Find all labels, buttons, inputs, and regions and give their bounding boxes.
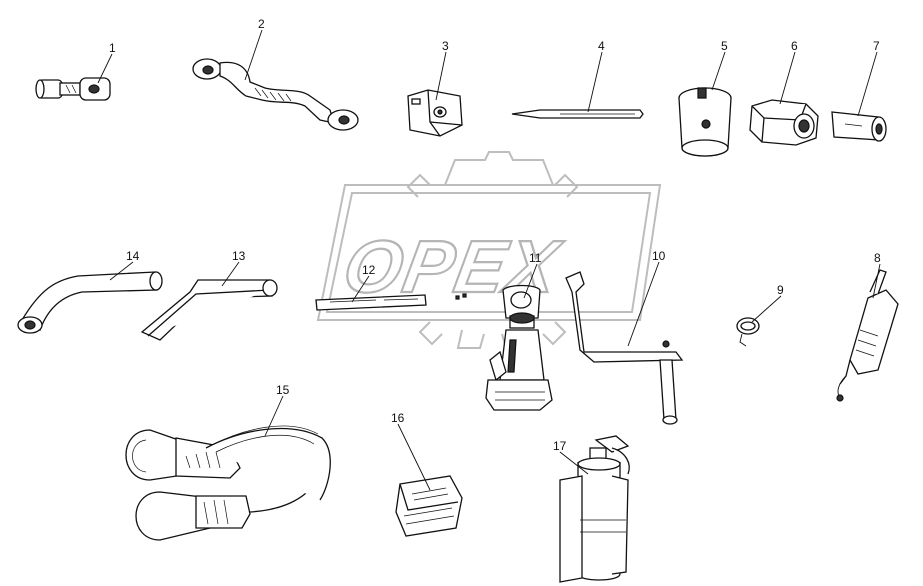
callout-label-7: 7 bbox=[873, 39, 880, 53]
part-4-drift-punch bbox=[511, 109, 644, 119]
part-7-tube-socket bbox=[831, 111, 887, 142]
part-14-bent-tube-wrench bbox=[17, 271, 163, 334]
callout-label-10: 10 bbox=[652, 249, 666, 263]
callout-17: 17 bbox=[553, 439, 589, 475]
callout-label-15: 15 bbox=[276, 383, 290, 397]
part-11-hydraulic-jack bbox=[485, 284, 553, 411]
part-8-grease-gun bbox=[836, 269, 899, 402]
part-9-spring-ring bbox=[736, 317, 760, 347]
callout-9: 9 bbox=[751, 283, 784, 323]
callout-8: 8 bbox=[872, 251, 881, 299]
part-15-tow-cable bbox=[125, 425, 331, 541]
callout-12: 12 bbox=[351, 263, 376, 303]
part-17-fire-extinguisher bbox=[559, 435, 630, 583]
watermark-frame-outer bbox=[316, 184, 662, 321]
callout-label-8: 8 bbox=[874, 251, 881, 265]
callout-13: 13 bbox=[221, 249, 246, 287]
callout-label-14: 14 bbox=[126, 249, 140, 263]
callout-label-3: 3 bbox=[442, 39, 449, 53]
callout-label-12: 12 bbox=[362, 263, 376, 277]
part-13-hex-l-key bbox=[140, 279, 278, 341]
callout-label-16: 16 bbox=[391, 411, 405, 425]
callout-15: 15 bbox=[264, 383, 290, 437]
callout-label-2: 2 bbox=[258, 17, 265, 31]
part-1-socket-wrench bbox=[35, 77, 111, 101]
callout-label-5: 5 bbox=[721, 39, 728, 53]
callout-label-17: 17 bbox=[553, 439, 567, 453]
watermark-logo: OPEX bbox=[316, 151, 662, 349]
part-10-jack-handle bbox=[565, 271, 684, 425]
callout-1: 1 bbox=[97, 41, 116, 84]
callout-11: 11 bbox=[523, 251, 542, 299]
callout-label-13: 13 bbox=[232, 249, 246, 263]
callout-label-6: 6 bbox=[791, 39, 798, 53]
callout-5: 5 bbox=[711, 39, 728, 91]
callout-10: 10 bbox=[627, 249, 666, 347]
part-5-slotted-socket bbox=[678, 87, 732, 157]
part-2-offset-wrench bbox=[192, 58, 359, 131]
callout-label-9: 9 bbox=[777, 283, 784, 297]
callout-label-4: 4 bbox=[598, 39, 605, 53]
callout-6: 6 bbox=[779, 39, 798, 105]
callout-2: 2 bbox=[244, 17, 265, 81]
callout-16: 16 bbox=[391, 411, 431, 491]
callout-7: 7 bbox=[857, 39, 880, 117]
callout-label-1: 1 bbox=[109, 41, 116, 55]
callout-14: 14 bbox=[109, 249, 140, 281]
callout-3: 3 bbox=[435, 39, 449, 101]
watermark-frame-inner bbox=[325, 192, 652, 313]
part-12-lever-bar bbox=[315, 293, 467, 311]
callout-label-11: 11 bbox=[529, 251, 542, 265]
part-6-hex-socket-wrench bbox=[749, 99, 819, 146]
part-16-wheel-chock bbox=[395, 475, 463, 537]
callout-4: 4 bbox=[587, 39, 605, 113]
part-3-hex-socket bbox=[407, 89, 463, 137]
